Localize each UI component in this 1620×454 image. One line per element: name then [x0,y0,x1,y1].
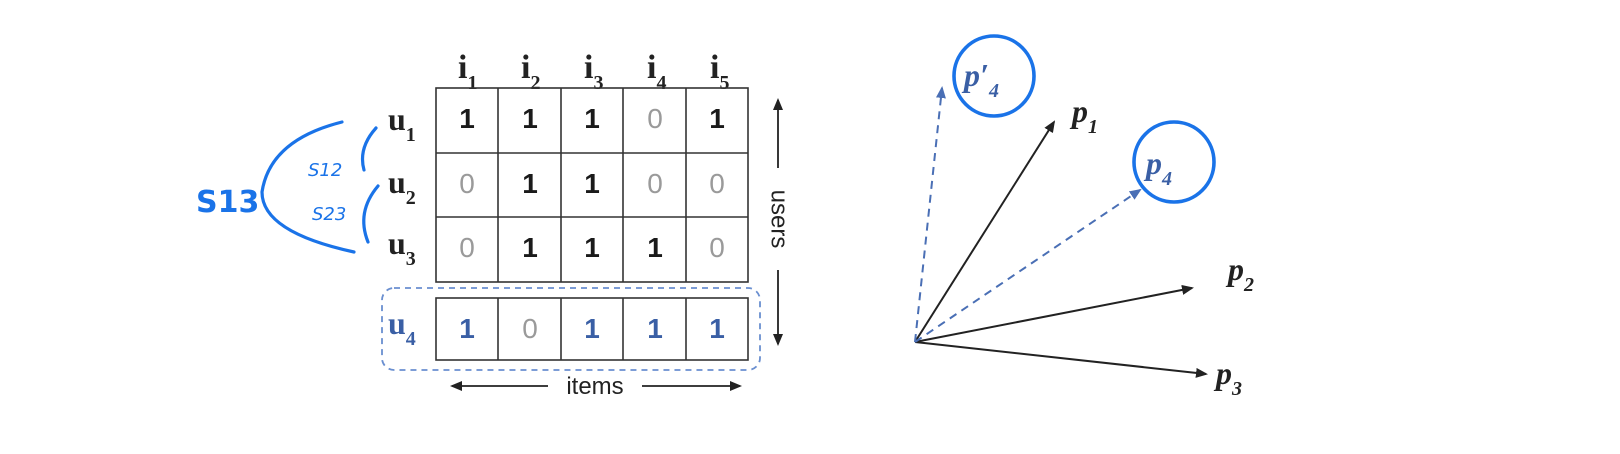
matrix-border [435,87,749,283]
cell-r2-c1: 0 [459,168,475,199]
cell-r3-c4: 1 [647,232,663,263]
cell-r3-c2: 1 [522,232,538,263]
cell-r1-c5: 1 [709,103,725,134]
users-axis-label: users [766,190,793,249]
user-header-2: u2 [388,164,416,209]
cell-r3-c3: 1 [584,232,600,263]
cell-r3-c1: 0 [459,232,475,263]
cell-r2-c5: 0 [709,168,725,199]
matrix-row-4-grid [435,297,749,361]
matrix-grid [435,87,749,283]
s13-arc [260,120,356,254]
cell-r2-c2: 1 [522,168,538,199]
user-header-3: u3 [388,225,416,270]
item-header-3: i3 [584,49,603,94]
cell-r4-c4: 1 [647,313,663,344]
cell-r3-c5: 0 [709,232,725,263]
item-header-4: i4 [647,49,666,94]
vector-p3 [914,341,1208,378]
cell-r1-c1: 1 [459,103,475,134]
vector-diagram: p1 p2 p3 p4 p′4 [914,34,1254,400]
item-header-5: i5 [710,49,729,94]
vector-label-p2: p2 [1225,251,1254,296]
similarity-annotations [260,120,380,254]
item-column-headers: i1 i2 i3 i4 i5 [458,49,729,94]
cell-r4-c2: 0 [522,313,538,344]
vector-label-p1: p1 [1069,93,1098,138]
vector-p4 [914,188,1142,343]
vector-label-p4-prime: p′4 [961,57,999,102]
vector-p4-prime [914,86,946,343]
highlight-box-u4 [381,287,761,371]
cell-r2-c3: 1 [584,168,600,199]
user-header-1: u1 [388,101,416,146]
s12-bracket [360,126,378,172]
similarity-labels: S12 S23 S13 [196,160,346,225]
items-axis: items [450,373,742,400]
vector-p2 [914,285,1194,343]
vector-label-p4: p4 [1143,145,1172,190]
cell-r1-c4: 0 [647,103,663,134]
cell-r4-c3: 1 [584,313,600,344]
users-axis: users [766,98,793,346]
item-header-1: i1 [458,49,477,94]
s23-label: S23 [312,204,346,225]
cell-r1-c3: 1 [584,103,600,134]
vector-p1 [914,120,1056,343]
cell-r4-c1: 1 [459,313,475,344]
s12-label: S12 [308,160,342,181]
vector-label-p3: p3 [1213,355,1242,400]
cell-r1-c2: 1 [522,103,538,134]
highlight-circle-p4-prime [952,34,1036,118]
items-axis-label: items [566,373,623,400]
highlight-circle-p4 [1132,120,1216,204]
cell-r4-c5: 1 [709,313,725,344]
row-4-border [435,297,749,361]
s23-bracket [362,184,380,244]
user-header-4: u4 [388,305,416,350]
s13-label: S13 [196,185,259,220]
user-row-headers: u1 u2 u3 u4 [388,101,416,350]
item-header-2: i2 [521,49,540,94]
matrix-cells: 1 1 1 0 1 0 1 1 0 0 0 1 1 1 0 1 0 1 1 1 [459,103,725,344]
cell-r2-c4: 0 [647,168,663,199]
